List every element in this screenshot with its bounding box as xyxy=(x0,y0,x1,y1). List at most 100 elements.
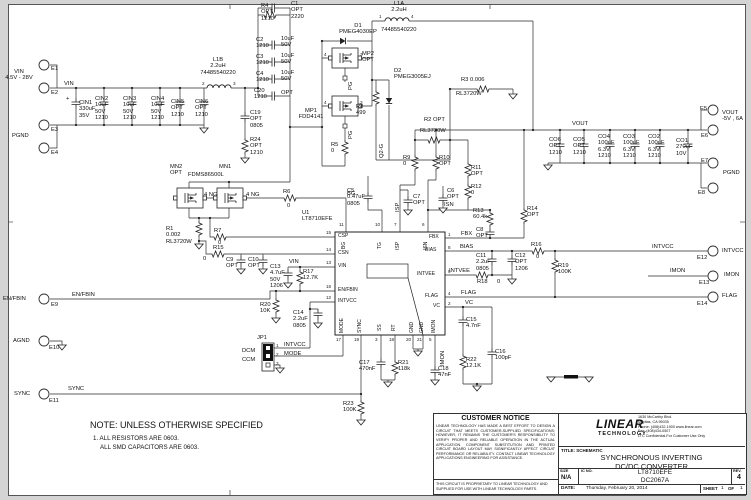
pg2-label: PG xyxy=(348,130,354,139)
ic-num-3: 3 xyxy=(375,337,378,342)
c16-label: C16 100pF xyxy=(495,349,512,362)
ccm-label[interactable]: CCM xyxy=(242,357,256,363)
ic-pin-bias: BIAS xyxy=(425,247,437,253)
ic-pin-gnd1: GND xyxy=(409,321,415,333)
c15-label: C15 4.7nF xyxy=(466,317,481,330)
co3-label: CO3 100uF 6.3V 1210 xyxy=(623,134,640,160)
r22-label: R22 12.1K xyxy=(466,357,482,370)
cin1-plus: + xyxy=(66,96,70,102)
ic-pin-bg: BG xyxy=(341,241,347,249)
d2-label: D2 PMEG3005EJ xyxy=(394,68,431,81)
rev-value: 4 xyxy=(737,474,741,481)
r1-label: R1 0.002 RL3720W xyxy=(166,226,192,245)
mn2-label: MN2 OPT xyxy=(170,164,183,177)
intvcc-net-label: INTVCC xyxy=(652,244,674,250)
c20-ref: C20 1210 xyxy=(254,88,267,101)
notice-divider xyxy=(433,479,558,480)
cin4-label: CIN4 10uF 50V 1210 xyxy=(151,96,165,122)
enfbin-net-label: EN/FBIN xyxy=(72,292,95,298)
c2-ref: C2 1210 xyxy=(256,37,269,50)
c8-label: C8 OPT xyxy=(476,227,488,240)
pgnd-right-label: PGND xyxy=(723,170,740,176)
ic-pin-fbx: FBX xyxy=(429,234,439,240)
mp2-pin4: 4 xyxy=(324,52,327,57)
l1b-pin3: 3 xyxy=(233,81,236,86)
note-heading: NOTE: UNLESS OTHERWISE SPECIFIED xyxy=(90,420,263,430)
vout-net-label: VOUT xyxy=(572,121,589,127)
mp1-pin3: 3 xyxy=(360,100,363,105)
c7-label: C7 OPT xyxy=(413,194,425,207)
r13-label: R13 60.4k xyxy=(473,208,488,221)
wires xyxy=(50,7,708,420)
fbx-net-label: FBX xyxy=(461,231,473,237)
sheet-no: 1 xyxy=(721,486,724,491)
dcm-label[interactable]: DCM xyxy=(242,348,256,354)
imon-vert-label: IMON xyxy=(440,350,446,366)
e13-label: E13 xyxy=(699,280,710,286)
ic-num-1: 1 xyxy=(448,232,451,237)
c1-label: C1 OPT 2220 xyxy=(291,1,304,20)
vout-io-label: VOUT -5V , 6A xyxy=(722,110,743,123)
mp1-label: MP1 FDD4141 xyxy=(298,108,324,121)
e5-label: E5 xyxy=(700,106,708,112)
ic-pin-imon: IMON xyxy=(431,319,437,333)
rev-label: REV. xyxy=(733,469,742,473)
r7-label: R7 xyxy=(214,228,222,234)
vin-io-label: VIN 4.5V - 28V xyxy=(5,69,33,82)
r9-label: R9 0 xyxy=(403,155,411,168)
r11-label: R11 OPT xyxy=(471,165,483,178)
q2g-label: Q2-G xyxy=(379,143,385,158)
r18-label: R18 xyxy=(477,279,488,285)
r5-label: R5 0 xyxy=(331,142,339,155)
agnd-io-label: AGND xyxy=(13,338,30,344)
r16-label: R16 xyxy=(531,242,542,248)
ic-num-12: 12 xyxy=(326,295,332,300)
c17-label: C17 470nF xyxy=(359,360,376,373)
ic-num-13: 13 xyxy=(326,260,332,265)
ic-lt8710efe-body xyxy=(334,231,446,336)
imon-io-label: IMON xyxy=(724,272,740,278)
capacitor-symbols xyxy=(71,3,693,377)
ic-pin-isp: ISP xyxy=(395,241,401,250)
c5-label: C5 0.47uF 0805 xyxy=(347,188,366,207)
r4-label: R4 OPT 1210 xyxy=(261,3,274,22)
tb-vdiv3 xyxy=(700,484,701,493)
size-value: N/A xyxy=(561,475,572,481)
r24-label: R24 OPT 1210 xyxy=(250,137,263,156)
enfbin-io-label: EN/FBIN xyxy=(3,296,26,302)
ic-pin-enfbin: EN/FBIN xyxy=(338,287,358,293)
r20-label: R20 10K xyxy=(260,302,271,315)
l1b-label: L1B 2.2uH 74485540220 xyxy=(200,57,236,76)
ic-pin-csn: CSN xyxy=(338,250,349,256)
bias-net-label: BIAS xyxy=(460,244,474,250)
e3-label: E3 xyxy=(51,127,59,133)
note-line2: ALL SMD CAPACITORS ARE 0603. xyxy=(100,444,199,451)
mp1-pin4: 4 xyxy=(324,100,327,105)
ic-num-5: 5 xyxy=(429,337,432,342)
co6-label: CO6 OPT 1210 xyxy=(549,137,562,156)
ic-num-16: 16 xyxy=(326,284,332,289)
co2-label: CO2 100uF 6.3V 1210 xyxy=(648,134,665,160)
ic-num-9: 9 xyxy=(448,269,451,274)
r18-val: 0 xyxy=(497,279,501,285)
tb-vdiv2 xyxy=(731,468,732,484)
ic-pin-csp: CSP xyxy=(338,233,349,239)
cin5-label: CIN5 OPT 1210 xyxy=(171,99,185,118)
schematic-title: SYNCHRONOUS INVERTING DC/DC CONVERTER xyxy=(600,453,703,471)
e14-label: E14 xyxy=(697,301,708,307)
e8-label: E8 xyxy=(698,190,706,196)
e11-label: E11 xyxy=(49,398,59,404)
jp1-intvcc-net: INTVCC xyxy=(284,342,306,348)
ic-pin-isn: ISN xyxy=(423,241,429,250)
r6-val: 0 xyxy=(287,203,291,209)
ic-number: LT8710EFE xyxy=(637,469,673,476)
l1a-pin4: 4 xyxy=(411,14,414,19)
e10-label: E10 xyxy=(49,345,60,351)
terminal-circles xyxy=(38,59,719,400)
r15-label: R15 xyxy=(213,245,224,251)
size-label: SIZE xyxy=(560,469,569,473)
e1-label: E1 xyxy=(51,66,59,72)
d1-label: D1 PMEG4030EP xyxy=(339,23,377,36)
note-line1: 1. ALL RESISTORS ARE 0603. xyxy=(93,435,179,442)
